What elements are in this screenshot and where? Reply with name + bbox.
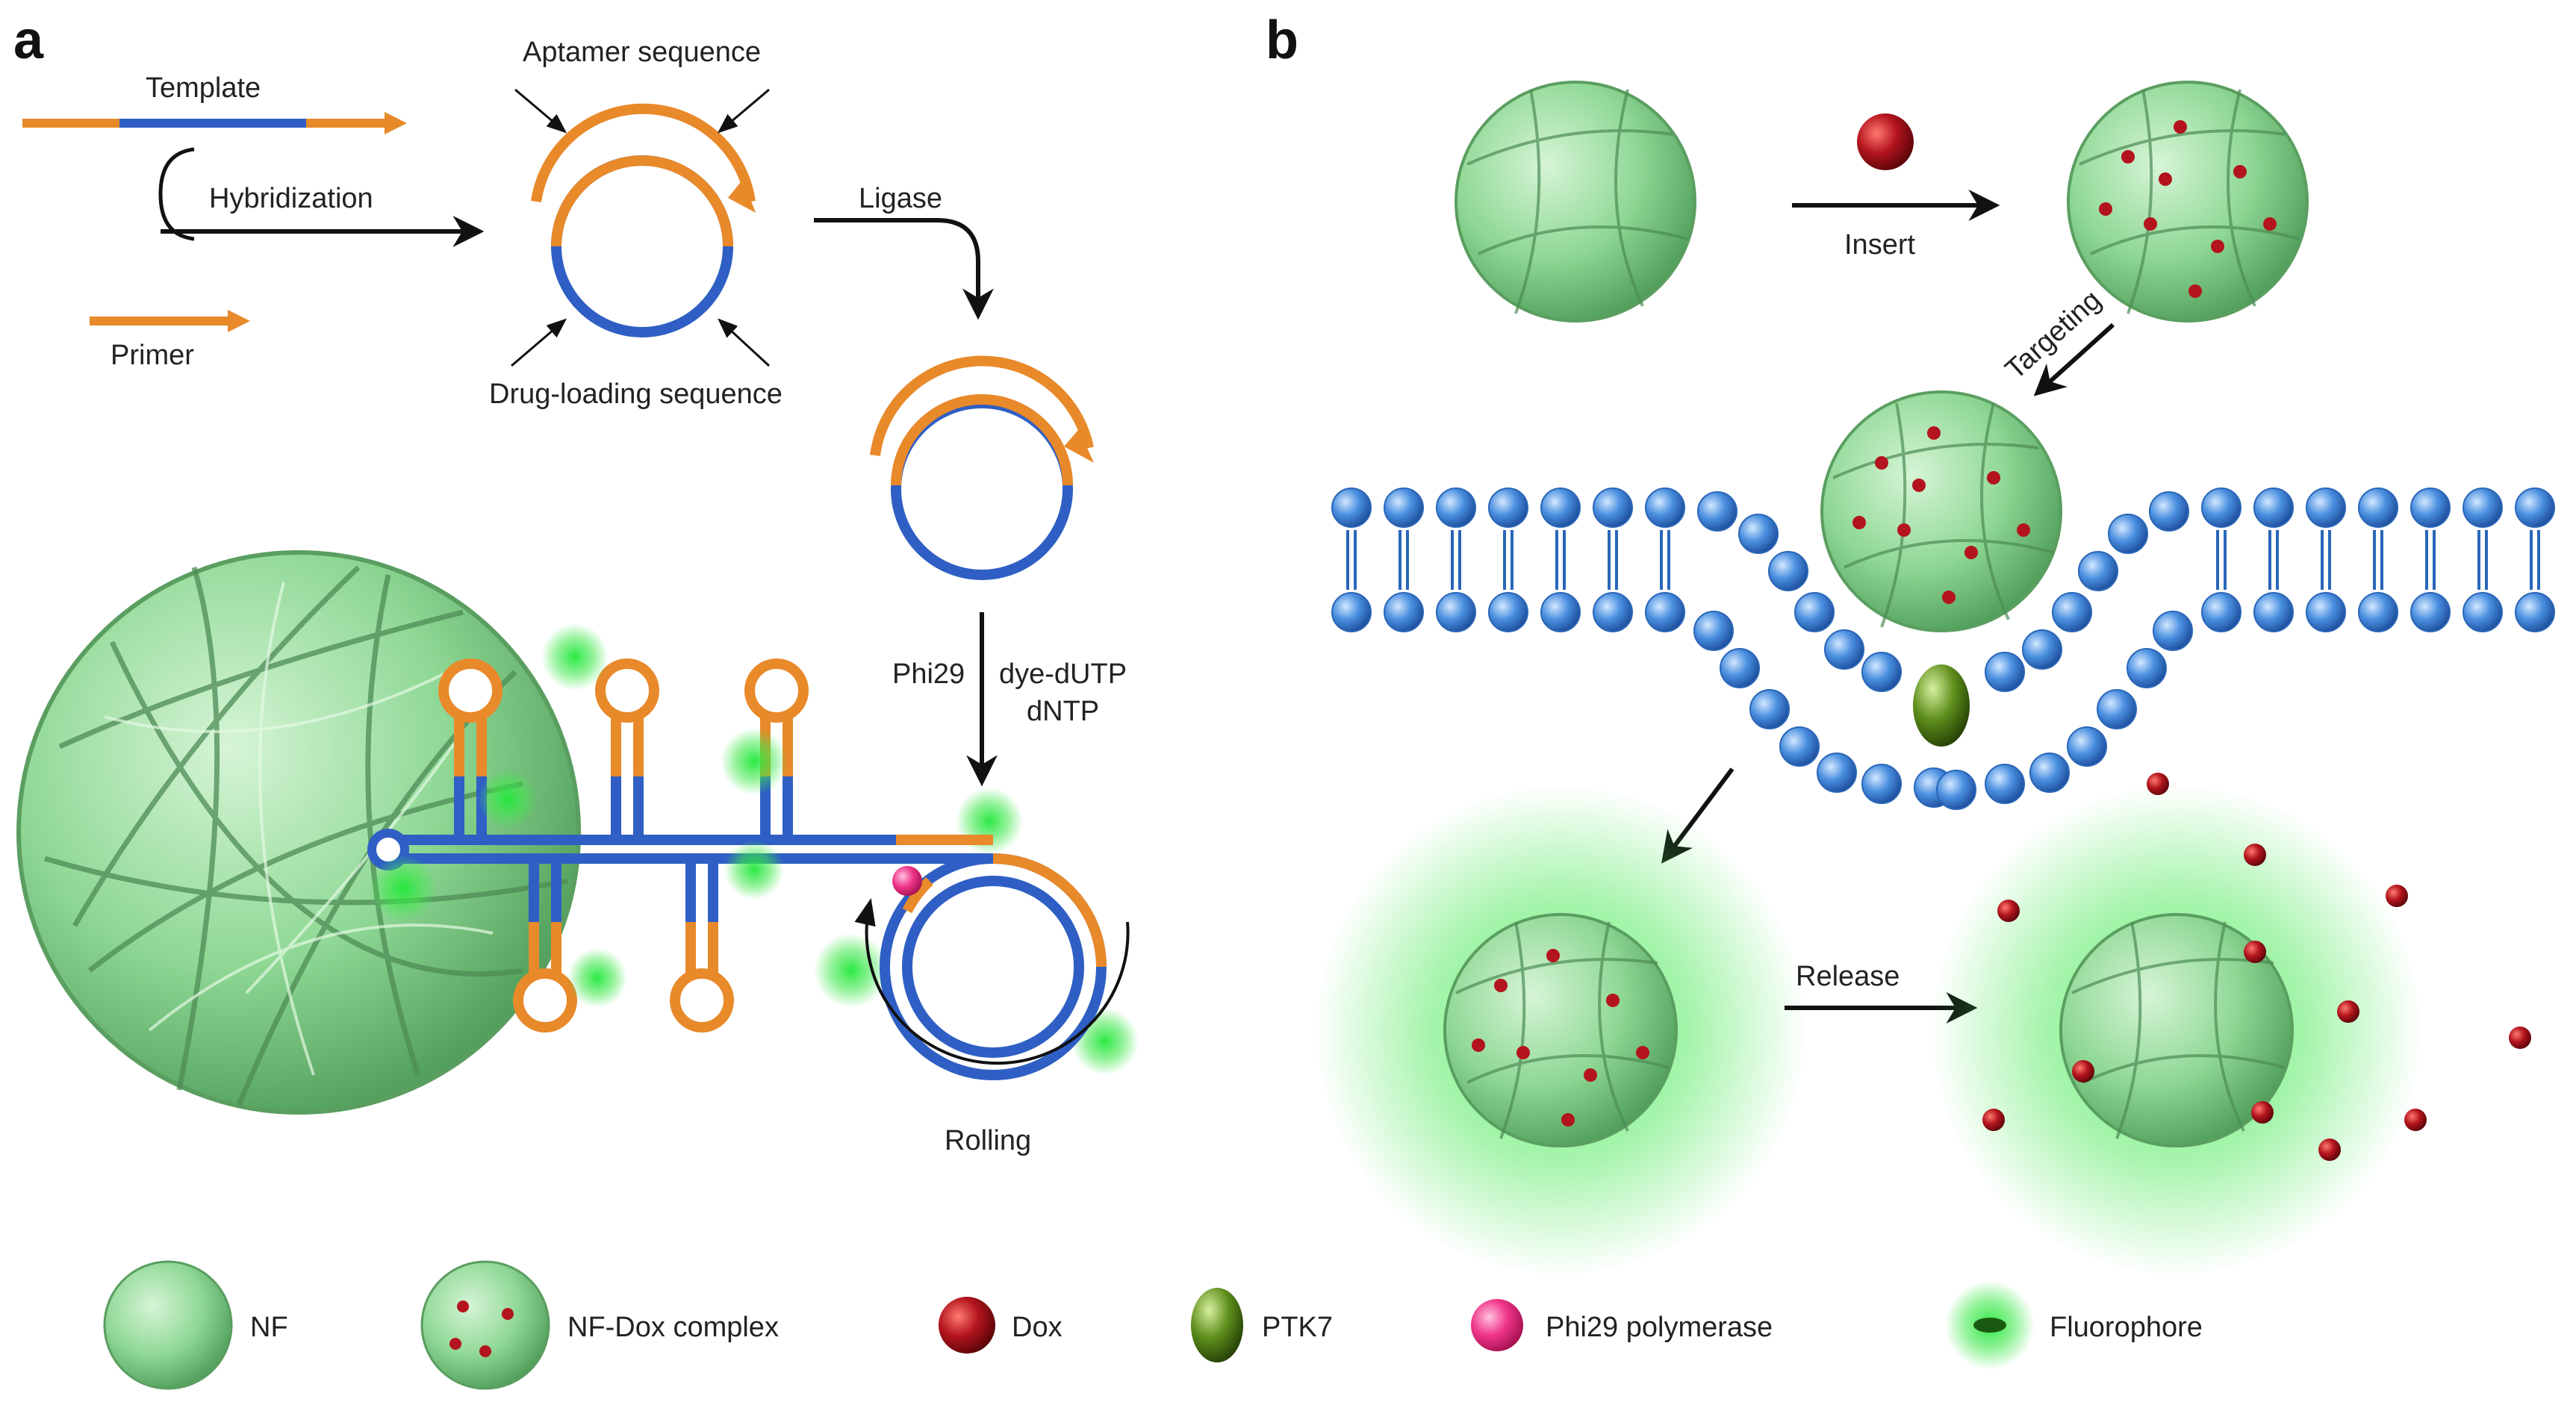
drug-loading-arrow-left bbox=[511, 318, 567, 367]
legend-ptk7: PTK7 bbox=[1191, 1288, 1333, 1362]
lipid-lower-right bbox=[1936, 592, 2555, 810]
fluorophore-glow bbox=[814, 933, 889, 1008]
panel-a-letter: a bbox=[13, 10, 44, 70]
lipid-lower-left bbox=[1331, 592, 1954, 808]
legend-phi29: Phi29 polymerase bbox=[1471, 1299, 1773, 1351]
hairpin-up-2 bbox=[595, 658, 659, 840]
nf-top bbox=[1455, 81, 1696, 323]
drug-loading-arrow-right bbox=[718, 318, 771, 367]
fluorophore-glow bbox=[567, 948, 627, 1008]
template-label: Template bbox=[146, 72, 261, 104]
hybridization-label: Hybridization bbox=[209, 183, 373, 214]
dox-molecule bbox=[1857, 113, 1914, 170]
release-label: Release bbox=[1796, 961, 1900, 992]
phi29-polymerase-marker bbox=[892, 866, 922, 896]
nf-dox-top bbox=[2067, 81, 2309, 323]
hairpin-up-3 bbox=[744, 658, 809, 840]
primer-label: Primer bbox=[111, 340, 194, 371]
legend-fluorophore-label: Fluorophore bbox=[2050, 1312, 2203, 1343]
rca-product bbox=[367, 623, 1139, 1080]
hairpin-down-2 bbox=[670, 859, 734, 1032]
fluorophore-glow bbox=[721, 728, 788, 795]
large-nanoflower bbox=[16, 550, 581, 1115]
legend-phi29-label: Phi29 polymerase bbox=[1546, 1312, 1773, 1343]
fluorophore-glow bbox=[478, 769, 538, 829]
lipid-upper-left bbox=[1331, 488, 1902, 692]
aptamer-sequence-label: Aptamer sequence bbox=[523, 37, 761, 68]
targeting-label: Targeting bbox=[2000, 284, 2107, 386]
legend: NF NF-Dox complex Dox PTK7 Phi29 polymer… bbox=[103, 1260, 2203, 1390]
targeting-arrow bbox=[2033, 323, 2115, 396]
dox-icon bbox=[939, 1297, 995, 1354]
fluorophore-glow bbox=[724, 840, 784, 900]
fluorophore-glow bbox=[541, 623, 609, 691]
phi29-label: Phi29 bbox=[892, 658, 965, 690]
fluorophore-glow bbox=[370, 855, 437, 922]
lipid-upper-right bbox=[1985, 488, 2555, 692]
lipid-tails bbox=[1346, 530, 2540, 590]
drug-loading-label: Drug-loading sequence bbox=[489, 379, 783, 410]
legend-nf-dox-label: NF-Dox complex bbox=[567, 1312, 779, 1343]
legend-nf: NF bbox=[103, 1260, 288, 1390]
template-strand bbox=[22, 112, 407, 134]
ligase-arrow bbox=[814, 218, 994, 320]
legend-ptk7-label: PTK7 bbox=[1262, 1312, 1333, 1343]
nf-dox-membrane bbox=[1820, 390, 2062, 632]
nf-dox-glowing bbox=[1314, 784, 1807, 1277]
nf-dox-icon bbox=[420, 1260, 550, 1390]
aptamer-arrow-left bbox=[514, 88, 567, 134]
legend-dox-label: Dox bbox=[1012, 1312, 1063, 1343]
panel-a: a Template Hybridization Primer Aptamer … bbox=[13, 10, 1139, 1156]
hybridization-bracket bbox=[158, 147, 195, 241]
dntp-label: dNTP bbox=[1027, 696, 1099, 727]
panel-b-letter: b bbox=[1266, 10, 1298, 70]
ligase-label: Ligase bbox=[859, 183, 942, 214]
circular-template bbox=[531, 103, 756, 337]
legend-nf-label: NF bbox=[250, 1312, 288, 1343]
hairpin-down-1 bbox=[513, 859, 577, 1032]
rolling-label: Rolling bbox=[945, 1125, 1031, 1156]
released-dox-particles bbox=[1982, 773, 2531, 1161]
ptk7-receptor bbox=[1913, 664, 1970, 747]
legend-fluorophore: Fluorophore bbox=[1945, 1280, 2203, 1370]
ligated-circle bbox=[870, 355, 1094, 580]
aptamer-arrow-right bbox=[717, 88, 770, 134]
cell-membrane bbox=[1331, 488, 2555, 810]
fluorophore-glow bbox=[1071, 1008, 1139, 1075]
nf-icon bbox=[103, 1260, 233, 1390]
legend-dox: Dox bbox=[939, 1297, 1063, 1354]
ptk7-icon bbox=[1191, 1288, 1243, 1362]
dye-dutp-label: dye-dUTP bbox=[999, 658, 1127, 690]
legend-nf-dox: NF-Dox complex bbox=[420, 1260, 779, 1390]
insert-label: Insert bbox=[1844, 229, 1915, 261]
rolling-arrow bbox=[854, 897, 1130, 1065]
panel-b: b Insert bbox=[1266, 10, 2555, 1277]
phi29-icon bbox=[1471, 1299, 1523, 1351]
nf-released bbox=[1930, 784, 2423, 1277]
primer-strand bbox=[90, 310, 250, 332]
